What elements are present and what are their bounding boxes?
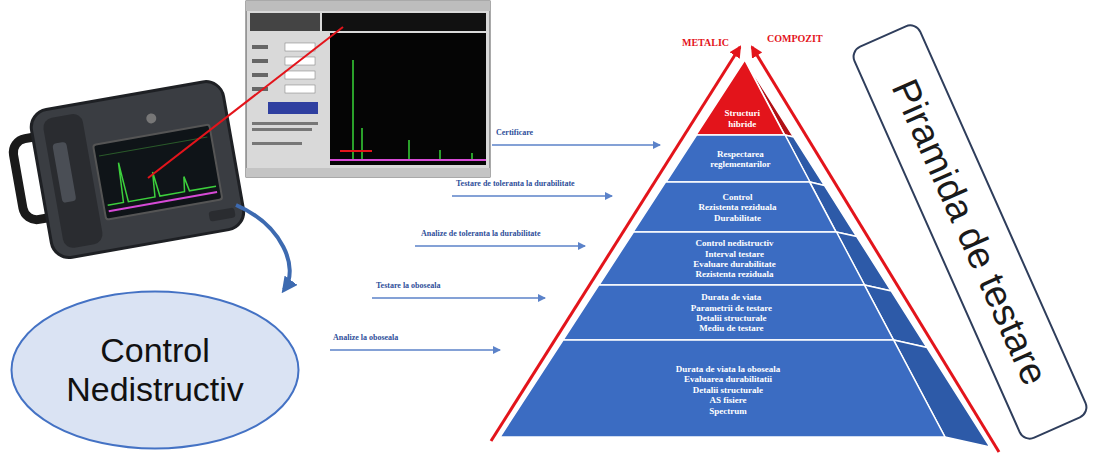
edge-label: METALIC xyxy=(681,37,730,48)
band-item: Structuri hibride xyxy=(719,108,765,129)
pyramid-band: Respectarea reglementarilor xyxy=(666,135,810,182)
band-item: Respectarea reglementarilor xyxy=(697,149,783,170)
curved-arrow xyxy=(236,205,290,290)
band-text: ControlRezistenta rezidualaDurabilitate xyxy=(667,192,809,223)
ndt-device xyxy=(7,79,247,264)
band-item: Durata de viata la oboseala xyxy=(563,364,893,374)
pyramid-band: Structuri hibride xyxy=(696,60,785,135)
band-outline xyxy=(500,340,945,437)
band-text: Structuri hibride xyxy=(719,108,765,129)
band-item: Detalii structurale xyxy=(563,385,893,395)
band-outline xyxy=(666,135,810,182)
band-text: Durata de viataParametrii de testareDeta… xyxy=(600,292,863,333)
leader-arrow xyxy=(415,245,585,246)
ellipse-outline xyxy=(12,292,299,449)
band-item: Evaluare durabilitate xyxy=(634,259,835,269)
band-item: Mediu de testare xyxy=(600,323,863,333)
band-outline xyxy=(563,285,894,340)
band-item: Parametrii de testare xyxy=(600,303,863,313)
screen-capture xyxy=(246,1,490,177)
band-item: Evaluarea durabilitatii xyxy=(563,374,893,384)
band-item: Rezistenta reziduala xyxy=(634,269,835,279)
pyramid-band: Durata de viata la obosealaEvaluarea dur… xyxy=(500,340,945,437)
pointer-line xyxy=(148,27,343,178)
band-item: Detalii structurale xyxy=(600,313,863,323)
leader-arrow xyxy=(372,297,545,298)
pyramid-band: Durata de viataParametrii de testareDeta… xyxy=(563,285,894,340)
band-outline xyxy=(696,60,785,135)
edge-label: COMPOZIT xyxy=(766,33,824,44)
pyramid-band: Control nedistructivInterval testareEval… xyxy=(599,232,865,285)
band-item: Interval testare xyxy=(634,249,835,259)
band-item: Rezistenta reziduala xyxy=(667,202,809,212)
band-outline xyxy=(599,232,865,285)
band-item: AS fisiere xyxy=(563,395,893,405)
leader-arrow xyxy=(452,195,612,196)
band-item: Durata de viata xyxy=(600,292,863,302)
arrow-label: Certificare xyxy=(495,129,534,138)
leader-arrow xyxy=(492,144,660,145)
band-text: Respectarea reglementarilor xyxy=(697,149,783,170)
arrow-label: Testare de toleranta la durabilitate xyxy=(455,180,576,189)
band-item: Control nedistructiv xyxy=(634,238,835,248)
leader-arrow xyxy=(330,349,500,350)
arrow-label: Testare la oboseala xyxy=(375,282,441,291)
arrow-label: Analize de toleranta la durabilitate xyxy=(420,230,542,239)
band-outline xyxy=(633,182,836,232)
band-text: Durata de viata la obosealaEvaluarea dur… xyxy=(563,364,893,416)
banner-text: Piramida de testare xyxy=(883,73,1056,392)
band-text: Control nedistructivInterval testareEval… xyxy=(634,238,835,279)
ellipse-text: Control Nedistructiv xyxy=(40,331,270,409)
pyramid-band: ControlRezistenta rezidualaDurabilitate xyxy=(633,182,836,232)
ellipse-node: Control Nedistructiv xyxy=(10,290,300,450)
arrow-label: Analize la oboseala xyxy=(332,334,399,343)
band-item: Durabilitate xyxy=(667,213,809,223)
band-item: Spectrum xyxy=(563,406,893,416)
band-item: Control xyxy=(667,192,809,202)
